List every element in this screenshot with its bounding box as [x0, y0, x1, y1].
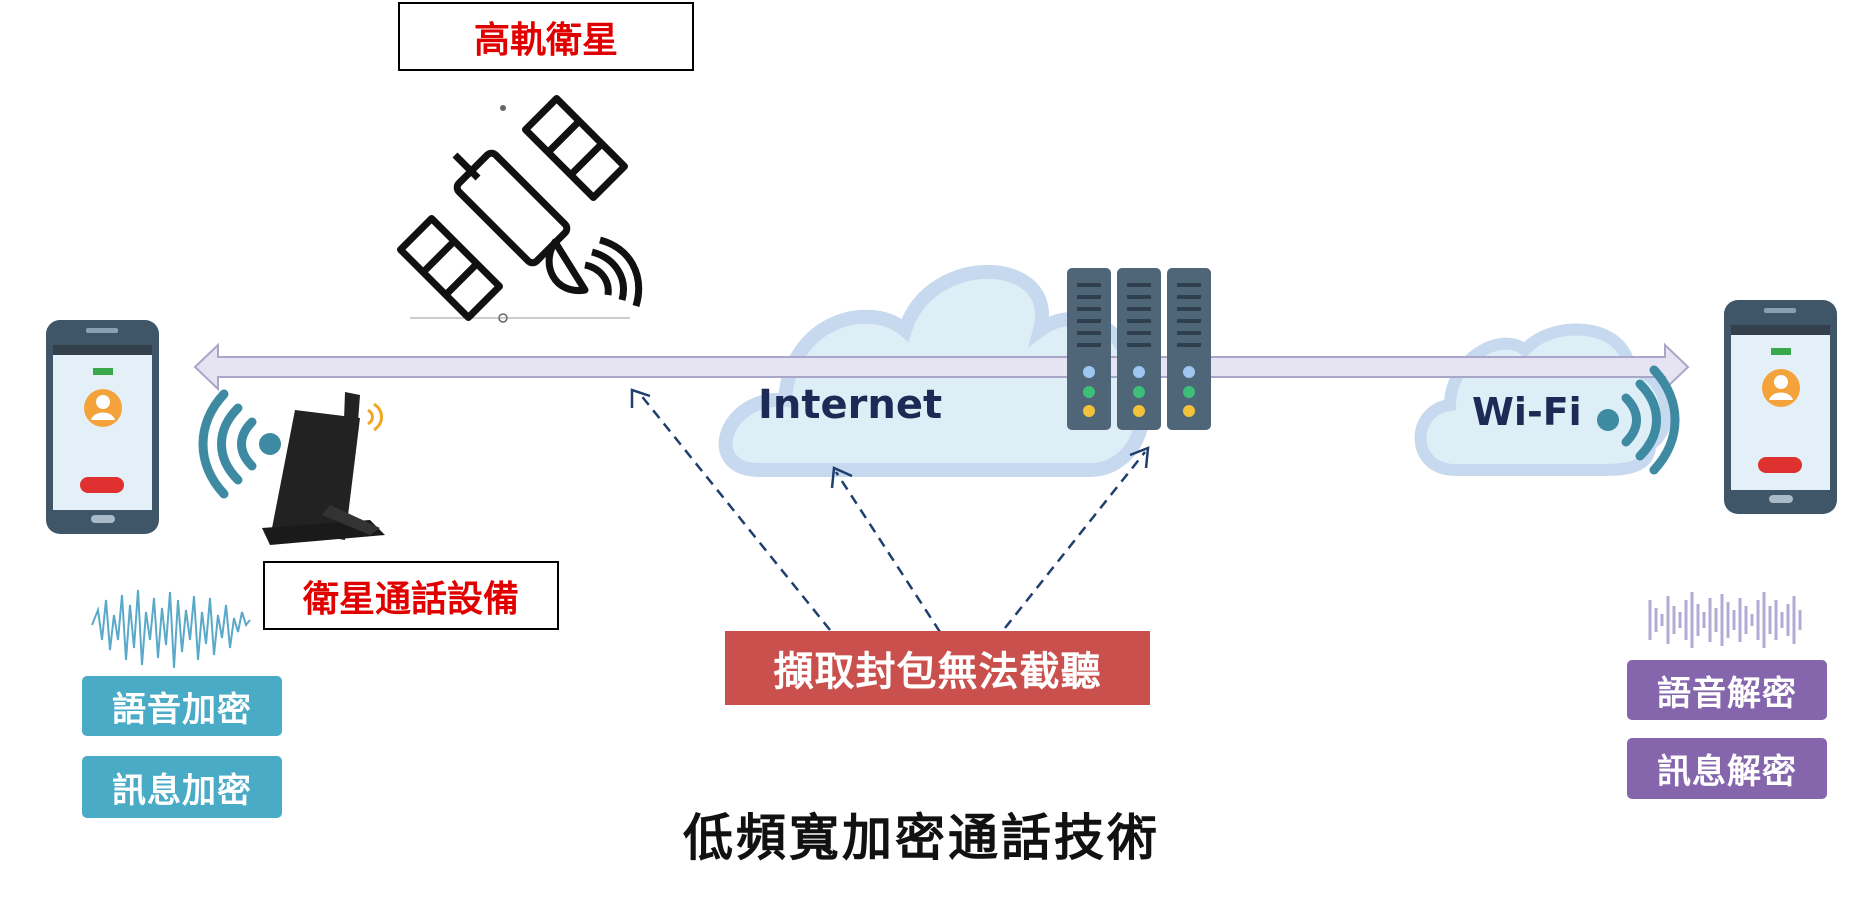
wireless-signal-icon	[198, 389, 281, 499]
message-encrypt-button[interactable]: 訊息加密	[82, 756, 282, 818]
audio-waveform-icon	[1648, 592, 1802, 648]
wireless-signal-icon	[1597, 365, 1680, 475]
satellite-device-label: 衛星通話設備	[263, 561, 559, 630]
internet-label: Internet	[758, 382, 943, 428]
wifi-label: Wi-Fi	[1472, 390, 1582, 434]
connection-arrow	[193, 342, 1690, 392]
smartphone-icon	[46, 320, 159, 534]
message-decrypt-button[interactable]: 訊息解密	[1627, 738, 1827, 799]
satellite-icon	[397, 95, 643, 323]
voice-decrypt-button[interactable]: 語音解密	[1627, 660, 1827, 720]
voice-encrypt-button[interactable]: 語音加密	[82, 676, 282, 736]
satellite-phone-icon	[262, 392, 385, 545]
intercept-arrows	[639, 393, 1146, 633]
server-rack-icon	[1067, 268, 1211, 430]
satellite-label: 高軌衛星	[398, 2, 694, 71]
smartphone-icon	[1724, 300, 1837, 514]
diagram-title: 低頻寬加密通話技術	[683, 809, 1160, 867]
audio-waveform-icon	[91, 589, 251, 669]
intercept-banner: 擷取封包無法截聽	[725, 631, 1150, 705]
